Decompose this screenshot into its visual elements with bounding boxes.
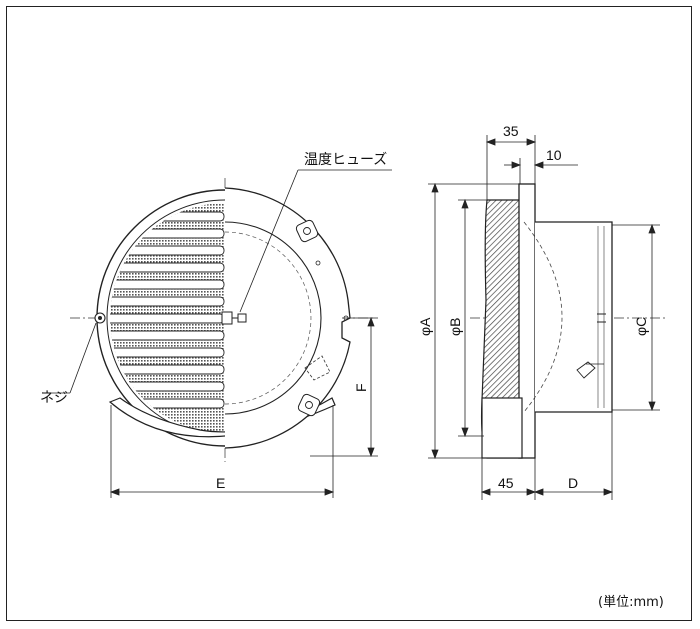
label-dim-45: 45: [498, 475, 514, 491]
label-dim-phiC: φC: [633, 317, 649, 336]
damper-circle: [224, 221, 322, 415]
label-dim-phiA: φA: [417, 317, 433, 336]
flange-right-half: [224, 187, 351, 449]
side-lower-box: [481, 397, 523, 459]
side-duct-pipe: [535, 221, 613, 413]
dimension-F: [310, 316, 378, 458]
label-screw: ネジ: [40, 390, 68, 406]
hood-left-half: [96, 189, 226, 447]
side-view: [428, 135, 665, 500]
screw-leader: [69, 322, 97, 394]
front-view: [42, 169, 392, 498]
dimension-35: [485, 135, 537, 200]
label-dim-F: F: [353, 383, 369, 392]
label-temperature-fuse: 温度ヒューズ: [304, 152, 387, 168]
label-dim-E: E: [216, 475, 225, 491]
mounting-tab-top: [295, 219, 319, 243]
drawing-frame: [6, 6, 692, 621]
dimension-phiB: [458, 198, 488, 438]
label-dim-D: D: [568, 475, 578, 491]
dimension-phiC: [612, 223, 660, 412]
label-dim-10: 10: [546, 147, 562, 163]
label-dim-35: 35: [503, 123, 519, 139]
temperature-fuse: [221, 311, 247, 325]
dimension-45: [480, 412, 537, 500]
dimension-E: [109, 405, 335, 498]
fuse-leader: [239, 169, 299, 313]
label-dim-phiB: φB: [447, 318, 463, 336]
screw: [94, 312, 106, 324]
dimension-10: [504, 158, 578, 184]
mounting-tab-bottom: [297, 393, 321, 417]
dimension-phiA: [428, 182, 520, 460]
unit-note: (単位:mm): [598, 594, 664, 610]
dimension-D: [533, 412, 614, 500]
